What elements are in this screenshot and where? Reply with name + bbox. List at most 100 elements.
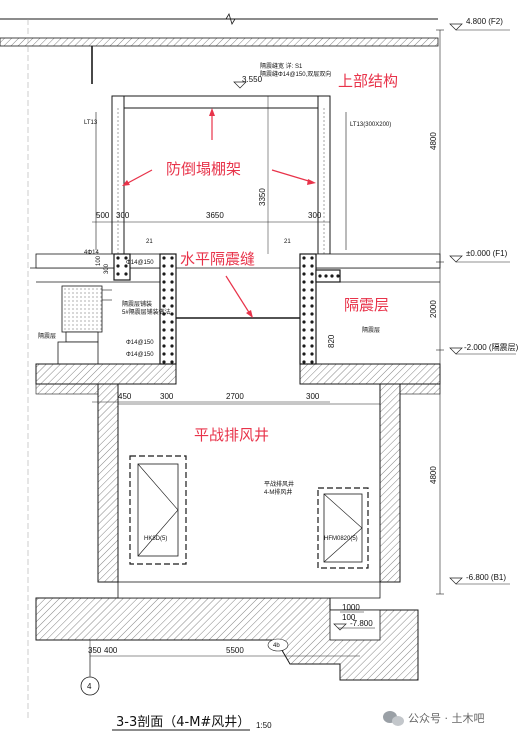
rebar-dot — [302, 336, 306, 340]
dim-lower-300a: 300 — [160, 392, 174, 401]
rebar-dot — [162, 320, 166, 324]
axis-label: 4 — [87, 682, 92, 691]
rebar-dot — [302, 312, 306, 316]
bottom-slab — [35, 581, 419, 681]
rebar-dot — [162, 328, 166, 332]
rebar-label-2: Φ14@150 — [126, 340, 154, 346]
door-left-label: HK8D(5) — [144, 536, 167, 542]
anti-collapse-frame — [95, 95, 347, 255]
column-left — [113, 253, 177, 365]
dim-bottom-350: 350 — [88, 646, 102, 655]
dim-left-300: 300 — [104, 263, 110, 274]
rebar-dot — [324, 274, 328, 278]
elevation-iso: -2.000 (隔震层) — [464, 343, 519, 352]
axis-bubble — [80, 640, 100, 696]
rebar-dot — [170, 344, 174, 348]
iso-device-note: 隔震层铺装 — [122, 300, 152, 308]
frame-note-2: LT13 — [84, 120, 98, 126]
rebar-dot — [302, 256, 306, 260]
annotation-upper-structure: 上部结构 — [338, 72, 398, 90]
rebar-dot — [170, 264, 174, 268]
rebar-dot — [336, 274, 340, 278]
iso-label-right: 隔震层 — [362, 326, 380, 334]
dim-upper-300b: 300 — [308, 211, 322, 220]
rebar-label-3: Φ14@150 — [126, 352, 154, 358]
rebar-dot — [162, 264, 166, 268]
rebar-dot — [310, 256, 314, 260]
rebar-dot — [170, 288, 174, 292]
rebar-dot — [310, 296, 314, 300]
rebar-dot — [302, 304, 306, 308]
rebar-dot — [162, 280, 166, 284]
rebar-dot — [116, 264, 120, 268]
rebar-dot — [302, 360, 306, 364]
rebar-label-4: 4Φ14 — [84, 250, 99, 256]
frame-note-1: LT13(300X200) — [350, 122, 391, 128]
dim-upper-300a: 300 — [116, 211, 130, 220]
annotation-anti-collapse-frame: 防倒塌棚架 — [166, 160, 241, 178]
rebar-dot — [116, 256, 120, 260]
rebar-dot — [310, 264, 314, 268]
isolation-bearing — [57, 285, 112, 365]
elevation-pit: -7.800 — [350, 619, 373, 628]
dim-upper-500: 500 — [96, 211, 110, 220]
dim-bottom-5500: 5500 — [226, 646, 244, 655]
iso-device-note-2: 5#隔震层铺装做法 — [122, 308, 171, 316]
rebar-dot — [170, 328, 174, 332]
rebar-dot — [302, 280, 306, 284]
rebar-dot — [170, 280, 174, 284]
rebar-dot — [302, 288, 306, 292]
rebar-label-1: Φ14@150 — [126, 260, 154, 266]
rebar-dot — [310, 352, 314, 356]
rebar-dot — [162, 336, 166, 340]
rebar-dot — [330, 274, 334, 278]
rebar-dot — [318, 274, 322, 278]
dim-lower-300b: 300 — [306, 392, 320, 401]
door-right-label: HFM0820(5) — [324, 536, 358, 542]
annotation-horizontal-isolation-joint: 水平隔震缝 — [180, 250, 255, 268]
drawing-title: 3-3剖面（4-M#风井） — [116, 715, 250, 730]
dim-right-iso: 2000 — [429, 300, 438, 318]
rebar-dot — [170, 312, 174, 316]
elevation-top: 4.800 (F2) — [466, 17, 503, 26]
annotation-arrows — [122, 108, 316, 318]
rebar-dot — [170, 336, 174, 340]
door-left — [129, 455, 187, 565]
rebar-dot — [310, 336, 314, 340]
rebar-dot — [310, 344, 314, 348]
rebar-dot — [116, 272, 120, 276]
isolation-slab — [35, 363, 441, 385]
rebar-dot — [162, 256, 166, 260]
floor-f1 — [30, 253, 441, 283]
label-21b: 21 — [284, 239, 291, 245]
level-markers — [233, 23, 516, 631]
dim-pit-1000: 1000 — [342, 603, 360, 612]
rebar-dot — [170, 272, 174, 276]
rebar-dot — [162, 296, 166, 300]
top-slab — [0, 13, 439, 720]
right-dimension-chain — [267, 29, 444, 595]
dim-frame-height: 3350 — [258, 188, 267, 206]
room-name: 平战排风井 — [264, 480, 294, 488]
rebar-dot — [170, 320, 174, 324]
dim-inner-820: 820 — [327, 334, 336, 348]
rebar-dot — [162, 272, 166, 276]
rebar-dot — [170, 360, 174, 364]
annotation-wartime-exhaust-shaft: 平战排风井 — [194, 426, 269, 444]
dim-right-lower: 4800 — [429, 466, 438, 484]
dim-lower-2700: 2700 — [226, 392, 244, 401]
rebar-dot — [162, 312, 166, 316]
rebar-dot — [310, 304, 314, 308]
top-note-1: 隔震缝宽 详: S1 — [260, 62, 303, 70]
annotation-isolation-layer: 隔震层 — [344, 296, 389, 314]
dim-bottom-400: 400 — [104, 646, 118, 655]
rebar-dot — [302, 328, 306, 332]
elevation-f1: ±0.000 (F1) — [466, 249, 508, 258]
rebar-dot — [302, 264, 306, 268]
elevation-frame-top: 3.550 — [242, 75, 263, 84]
rebar-dot — [170, 352, 174, 356]
rebar-dot — [162, 288, 166, 292]
rebar-dot — [302, 344, 306, 348]
rebar-dot — [302, 272, 306, 276]
room-subtitle: 4-M排风井 — [264, 488, 292, 496]
